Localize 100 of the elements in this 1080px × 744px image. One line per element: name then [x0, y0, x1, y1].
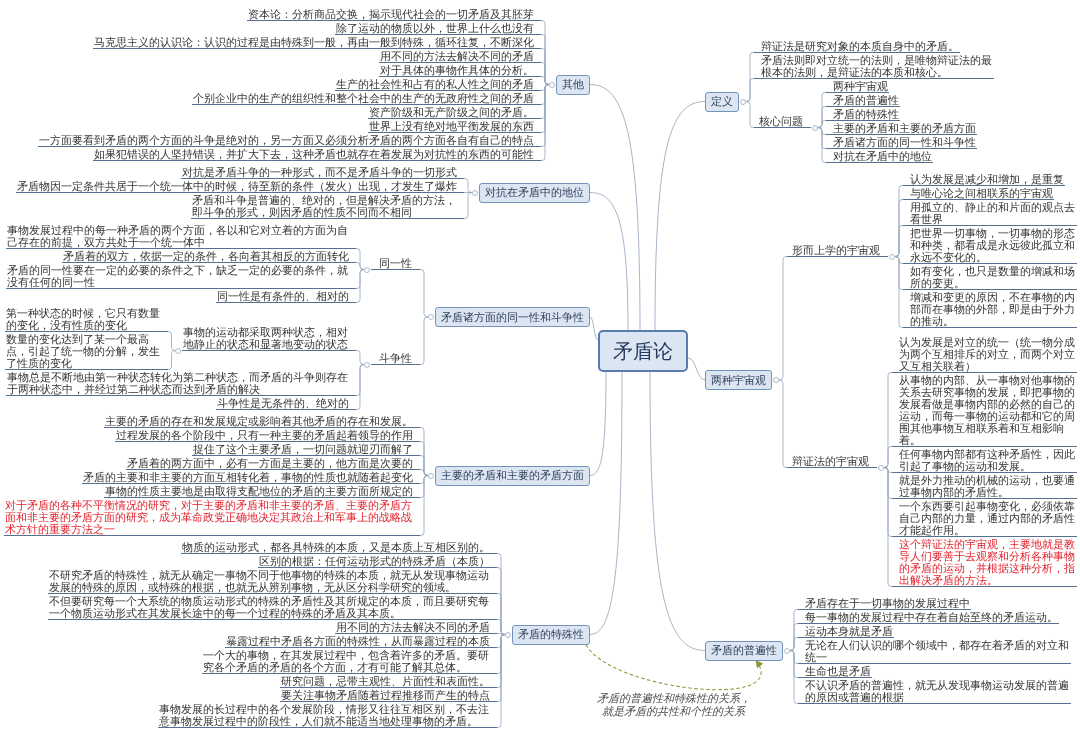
- underlined-topic: 无论在人们认识的哪个领域中，都存在着矛盾的对立和统一: [798, 639, 1071, 664]
- connector-line: [419, 316, 429, 365]
- underlined-topic: 一方面要看到矛盾的两个方面的斗争是绝对的，另一方面又必须分析矛盾的两个方面各自有自己的特点: [38, 134, 541, 147]
- connector-line: [540, 84, 550, 161]
- underlined-topic: 生产的社会性和占有的私人性之间的矛盾: [335, 78, 541, 91]
- underlined-topic: 捉住了这个主要矛盾，一切问题就迎刃而解了: [192, 443, 420, 456]
- underlined-topic: 如有变化，也只是数量的增减和场所的变更。: [903, 265, 1077, 290]
- connector-line: [789, 650, 799, 704]
- underlined-topic: 区别的根据：任何运动形式的特殊矛盾（本质）: [258, 555, 497, 568]
- underlined-topic: 对于矛盾的各种不平衡情况的研究，对于主要的矛盾和非主要的矛盾、主要的矛盾方面和非主要的矛盾方面的研究，成为革命政党正确地决定其政治上和军事上的战略战术方针的重要方法之一: [4, 499, 420, 536]
- underlined-topic: 事物发展过程中的每一种矛盾的两个方面，各以和它对立着的方面为自己存在的前提，双方共处于一个统一体中: [6, 224, 356, 249]
- connector-line: [167, 331, 176, 351]
- connector-line: [355, 269, 365, 303]
- underlined-topic: 斗争性: [371, 352, 420, 365]
- topic-box: 矛盾的普遍性: [705, 640, 783, 661]
- connector-line: [355, 350, 365, 365]
- connector-line: [463, 178, 473, 193]
- underlined-topic: 同一性: [371, 257, 420, 270]
- underlined-topic: 每一事物的发展过程中存在着自始至终的矛盾运动。: [798, 611, 1059, 624]
- underlined-topic: 从事物的内部、从一事物对他事物的关系去研究事物的发展，即把事物的发展看做是事物内部的必然的自己的运动，而每一事物的运动都和它的周围其他事物互相联系着和互相影响着。: [892, 374, 1077, 447]
- underlined-topic: 资本论：分析商品交换，揭示现代社会的一切矛盾及其胚芽: [247, 8, 541, 21]
- underlined-topic: 物质的运动形式，都各具特殊的本质，又是本质上互相区别的。: [181, 541, 497, 554]
- underlined-topic: 矛盾存在于一切事物的发展过程中: [798, 597, 971, 610]
- connector-line: [745, 101, 755, 128]
- connector-line: [540, 76, 550, 85]
- connector-line: [789, 637, 799, 651]
- connector-line: [589, 316, 599, 341]
- topic-box: 矛盾诸方面的同一性和斗争性: [435, 307, 590, 327]
- underlined-topic: 暴露过程中矛盾各方面的特殊性，从而暴露过程的本质: [225, 635, 497, 648]
- underlined-topic: 不研究矛盾的特殊性，就无从确定一事物不同于他事物的特殊的本质，就无从发现事物运动发展的特殊的原因，或特殊的根据，也就无从辨别事物，无从区分科学研究的领域。: [48, 569, 497, 594]
- topic-box: 定义: [705, 91, 739, 112]
- connector-line: [778, 256, 788, 381]
- underlined-topic: 把世界一切事物，一切事物的形态和种类，都看成是永远彼此孤立和永远不变化的。: [903, 227, 1077, 264]
- underlined-topic: 马克思主义的认识论：认识的过程是由特殊到一般，再由一般到特殊，循环往复，不断深化: [93, 36, 541, 49]
- underlined-topic: 矛盾的普遍性: [826, 94, 900, 107]
- underlined-topic: 第一种状态的时候，它只有数量的变化，没有性质的变化: [5, 307, 168, 332]
- underlined-topic: 研究问题，忌带主观性、片面性和表面性。: [280, 675, 497, 688]
- underlined-topic: 事物的性质主要地是由取得支配地位的矛盾的主要方面所规定的: [104, 485, 420, 498]
- connector-line: [589, 371, 623, 635]
- underlined-topic: 生命也是矛盾: [798, 665, 872, 678]
- underlined-topic: 矛盾着的两方面中，必有一方面是主要的，他方面是次要的: [126, 457, 420, 470]
- underlined-topic: 过程发展的各个阶段中，只有一种主要的矛盾起着领导的作用: [115, 429, 420, 442]
- underlined-topic: 事物发展的长过程中的各个发展阶段，情形又往往互相区别，不去注意事物发展过程中的阶段性，人们就不能适当地处理事物的矛盾。: [158, 703, 497, 728]
- underlined-topic: 资产阶级和无产阶级之间的矛盾。: [368, 106, 541, 119]
- central-topic-box: 矛盾论: [598, 330, 688, 372]
- underlined-topic: 就是外力推动的机械的运动，也要通过事物内部的矛盾性。: [892, 474, 1077, 499]
- connector-line: [419, 475, 429, 536]
- underlined-topic: 辩证法的宇宙观: [787, 455, 877, 468]
- connector-line: [496, 619, 506, 635]
- underlined-topic: 数量的变化达到了某一个最高点，引起了统一物的分解，发生了性质的变化: [5, 333, 168, 370]
- underlined-topic: 矛盾和斗争是普遍的、绝对的，但是解决矛盾的方法，即斗争的形式，则因矛盾的性质不同而不相同: [191, 194, 464, 219]
- connector-line: [355, 364, 365, 410]
- underlined-topic: 不认识矛盾的普遍性，就无从发现事物运动发展的普遍的原因或普遍的根据: [798, 679, 1071, 704]
- underlined-topic: 矛盾诸方面的同一性和斗争性: [826, 136, 977, 149]
- underlined-topic: 同一性是有条件的、相对的: [216, 290, 356, 303]
- underlined-topic: 任何事物内部都有这种矛盾性，因此引起了事物的运动和发展。: [892, 448, 1077, 473]
- connector-line: [817, 120, 827, 128]
- topic-box: 两种宇宙观: [705, 370, 772, 390]
- underlined-topic: 一个大的事物，在其发展过程中，包含着许多的矛盾。要研究各个矛盾的矛盾的各个方面，才有可能了解其总体。: [202, 649, 497, 674]
- underlined-topic: 矛盾法则即对立统一的法则，是唯物辩证法的最根本的法则，是辩证法的本质和核心。: [754, 54, 994, 79]
- underlined-topic: 斗争性是无条件的、绝对的: [216, 397, 356, 410]
- underlined-topic: 运动本身就是矛盾: [798, 625, 894, 638]
- underlined-topic: 两种宇宙观: [826, 80, 889, 93]
- underlined-topic: 矛盾的同一性要在一定的必要的条件之下，缺乏一定的必要的条件，就没有任何的同一性: [6, 264, 356, 289]
- underlined-topic: 如果犯错误的人坚持错误，并扩大下去，这种矛盾也就存在着发展为对抗性的东西的可能性: [93, 148, 541, 161]
- topic-box: 对抗在矛盾中的地位: [479, 182, 590, 203]
- connector-line: [894, 225, 904, 257]
- topic-box: 其他: [556, 74, 590, 95]
- underlined-topic: 事物总是不断地由第一种状态转化为第二种状态，而矛盾的斗争则存在于两种状态中，并经过第二种状态而达到矛盾的解决: [6, 371, 356, 396]
- underlined-topic: 个别企业中的生产的组织性和整个社会中的生产的无政府性之间的矛盾: [192, 92, 541, 105]
- underlined-topic: 不但要研究每一个大系统的物质运动形式的特殊的矛盾性及其所规定的本质，而且要研究每一个物质运动形式在其发展长途中的每一个过程的特殊的矛盾及其本质。: [48, 595, 497, 620]
- underlined-topic: 矛盾物因一定条件共居于一个统一体中的时候，待至新的条件（发火）出现，才发生了爆炸: [16, 180, 464, 193]
- connector-line: [167, 350, 176, 370]
- underlined-topic: 矛盾的特殊性: [826, 108, 900, 121]
- underlined-topic: 形而上学的宇宙观: [787, 244, 888, 257]
- connector-line: [355, 262, 365, 270]
- dashed-arrow: [585, 643, 763, 691]
- connector-line: [687, 357, 706, 381]
- connector-line: [589, 84, 641, 331]
- underlined-topic: 认为发展是减少和增加，是重复: [903, 173, 1065, 186]
- underlined-topic: 对于具体的事物作具体的分析。: [379, 64, 541, 77]
- underlined-topic: 辩证法是研究对象的本质自身中的矛盾。: [754, 40, 960, 53]
- connector-line: [463, 192, 473, 219]
- topic-box: 主要的矛盾和主要的矛盾方面: [435, 465, 590, 486]
- connector-line: [778, 379, 788, 468]
- connector-line: [883, 446, 893, 468]
- connector-line: [589, 192, 629, 331]
- connector-line: [654, 101, 706, 331]
- underlined-topic: 事物的运动都采取两种状态，相对地静止的状态和显著地变动的状态: [182, 326, 356, 351]
- underlined-topic: 认为发展是对立的统一（统一物分成为两个互相排斥的对立，而两个对立又互相关联着）: [892, 336, 1077, 373]
- connector-line: [589, 371, 607, 476]
- underlined-topic: 主要的矛盾的存在和发展规定或影响着其他矛盾的存在和发展。: [104, 415, 420, 428]
- connector-line: [419, 269, 429, 318]
- connector-line: [894, 256, 904, 328]
- connector-line: [496, 634, 506, 728]
- underlined-topic: 对抗是矛盾斗争的一种形式，而不是矛盾斗争的一切形式: [181, 166, 464, 179]
- connector-line: [817, 127, 827, 163]
- underlined-topic: 用孤立的、静止的和片面的观点去看世界: [903, 201, 1077, 226]
- connector-line: [745, 78, 755, 102]
- underlined-topic: 这个辩证法的宇宙观，主要地就是教导人们要善于去观察和分析各种事物的矛盾的运动，并根据这种分析，指出解决矛盾的方法。: [892, 538, 1077, 587]
